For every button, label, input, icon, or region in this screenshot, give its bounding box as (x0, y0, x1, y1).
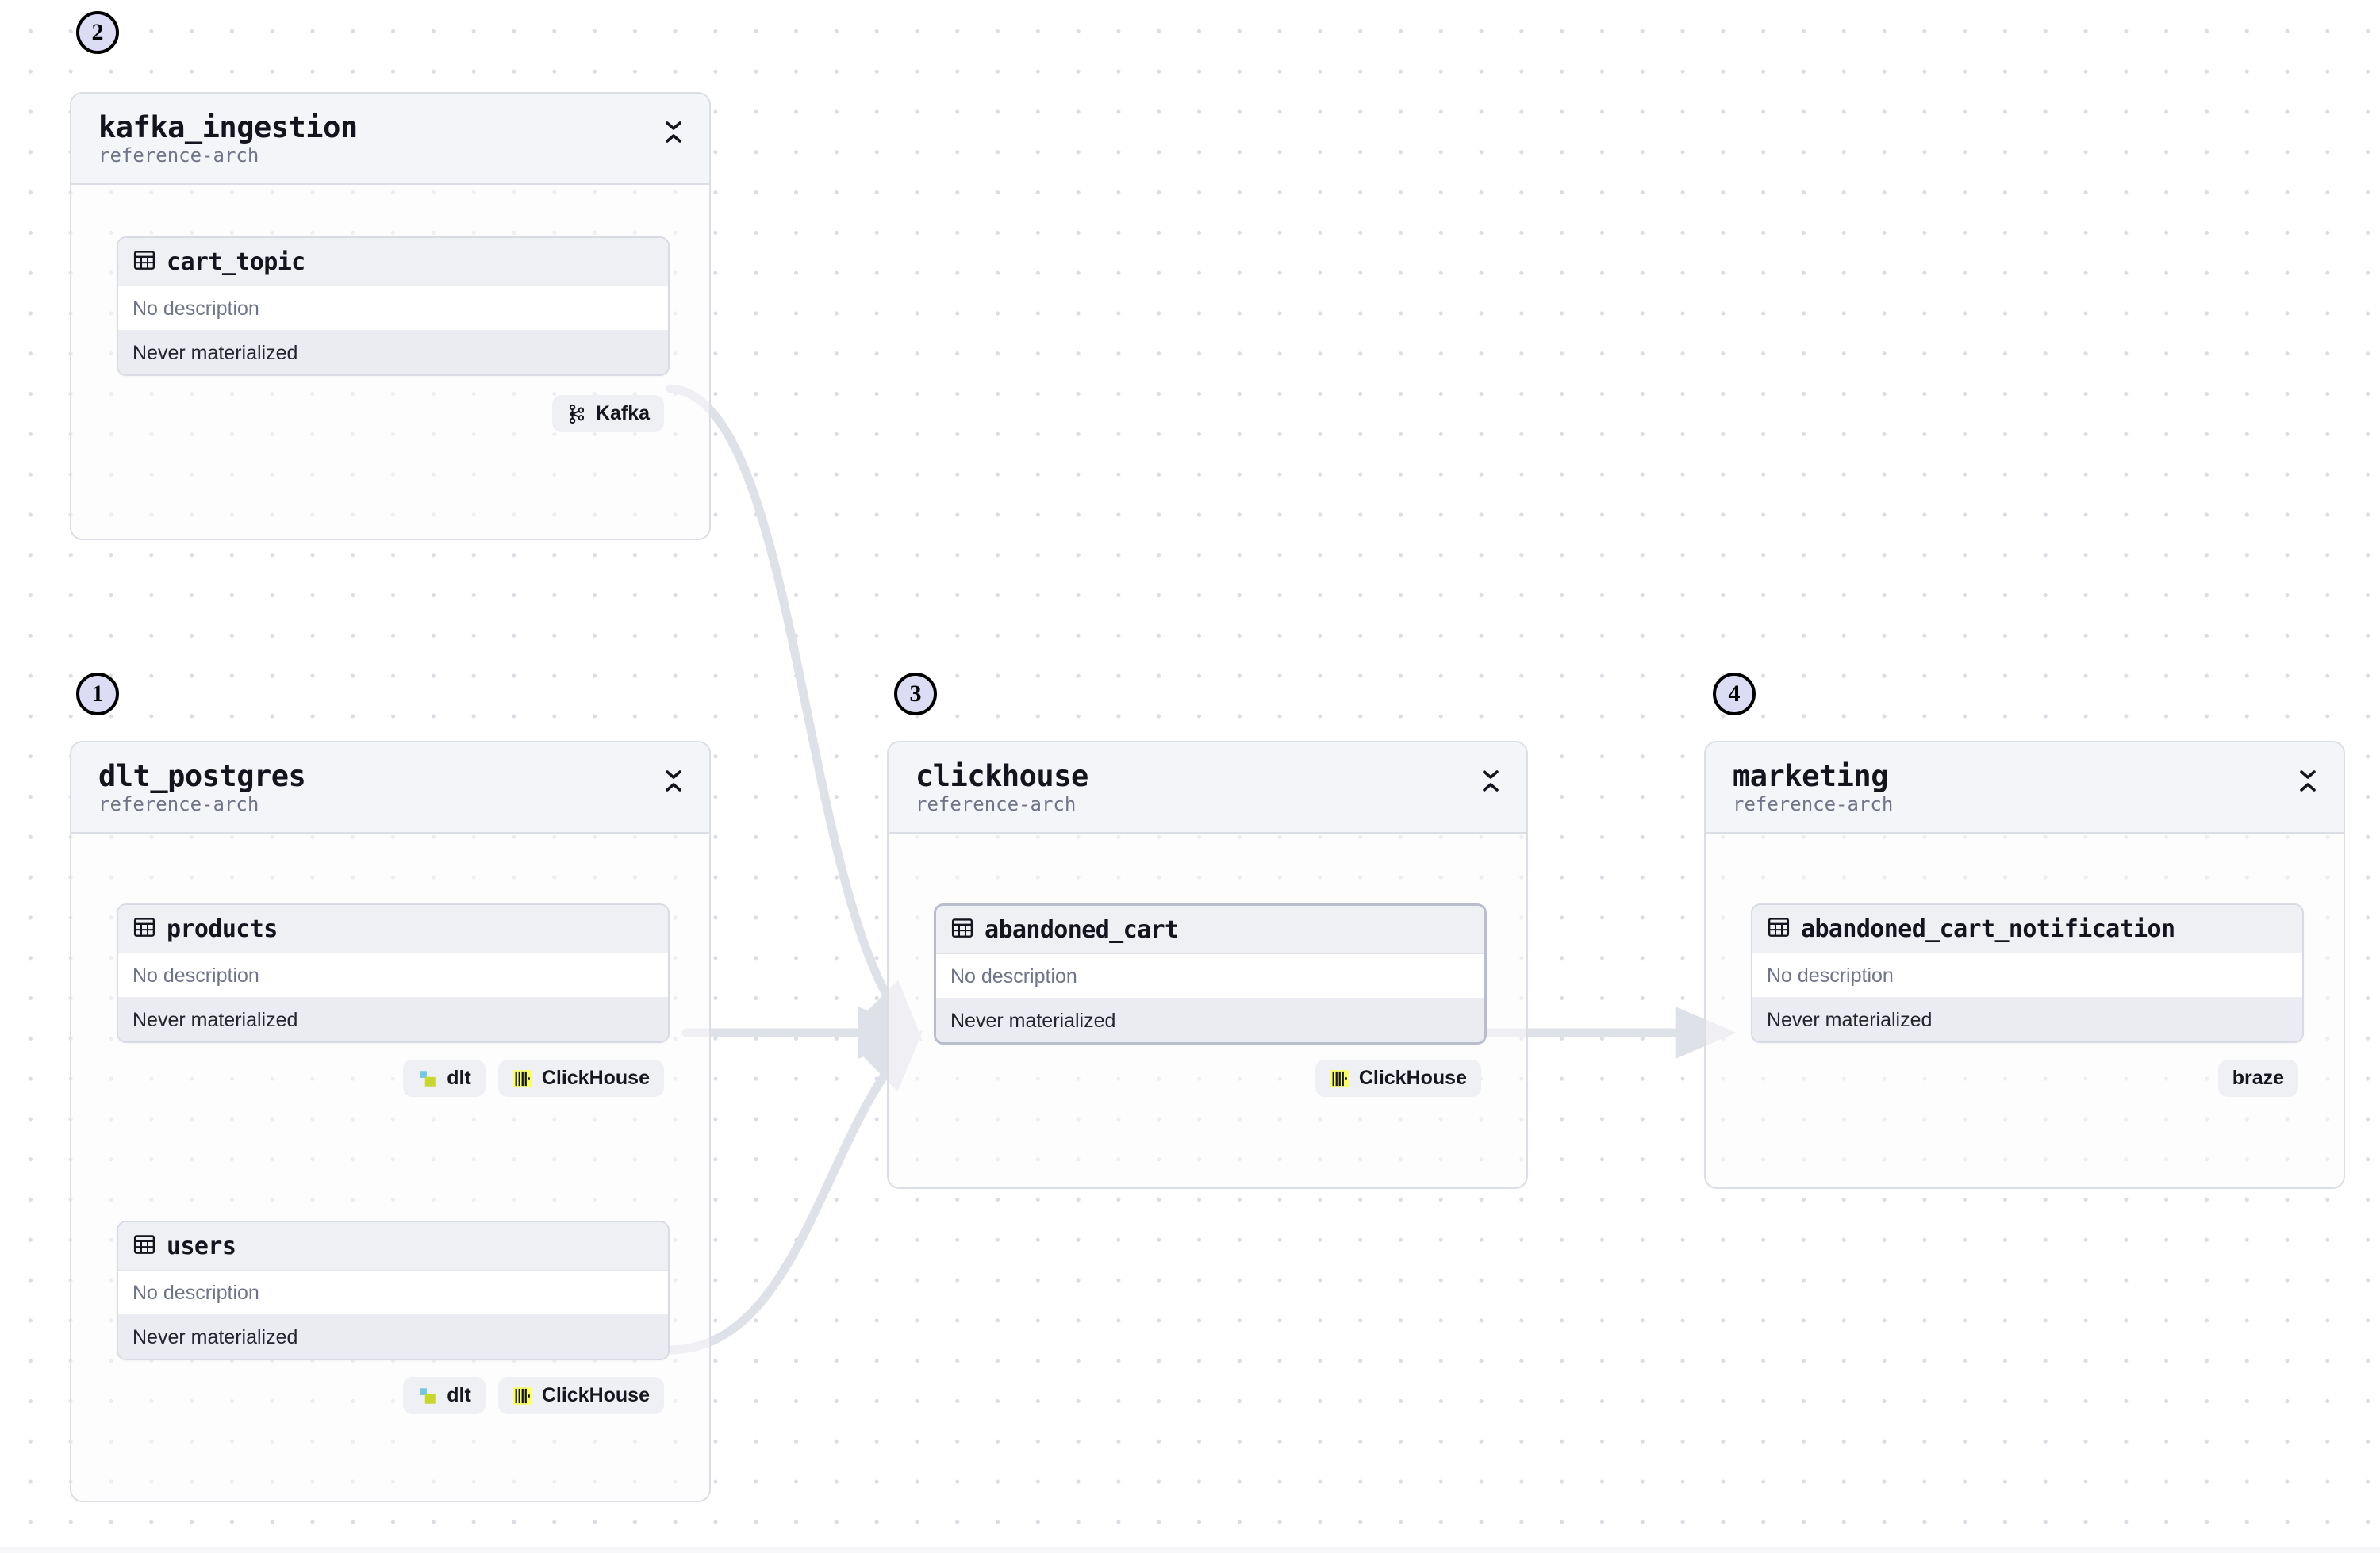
badge-braze[interactable]: braze (2217, 1060, 2298, 1098)
badge-dlt[interactable]: dlt (403, 1377, 486, 1415)
table-icon (132, 1233, 156, 1260)
step-badge-2: 2 (76, 11, 119, 54)
badge-clickhouse[interactable]: ClickHouse (1315, 1060, 1481, 1098)
kafka-logo-icon (566, 404, 587, 424)
node-description: No description (118, 953, 668, 999)
group-marketing[interactable]: marketing reference-arch (1704, 741, 2345, 1189)
badge-label: Kafka (595, 402, 650, 425)
node-description: No description (1752, 953, 2302, 999)
node-header: products (118, 905, 668, 954)
clickhouse-logo-icon (1330, 1068, 1350, 1089)
clickhouse-logo-icon (512, 1068, 533, 1089)
node-materialization: Never materialized (936, 999, 1484, 1043)
node-materialization: Never materialized (1752, 998, 2302, 1042)
collapse-chevrons-icon[interactable] (660, 765, 687, 796)
badge-label: ClickHouse (541, 1384, 650, 1407)
group-title: kafka_ingestion (98, 110, 358, 144)
group-subtitle: reference-arch (98, 793, 259, 816)
table-node-abandoned-cart-notification[interactable]: abandoned_cart_notification No descripti… (1751, 903, 2304, 1044)
group-dlt-postgres[interactable]: dlt_postgres reference-arch (70, 741, 711, 1502)
badge-label: ClickHouse (1358, 1067, 1467, 1090)
collapse-chevrons-icon[interactable] (2294, 765, 2321, 796)
step-badge-4: 4 (1713, 673, 1756, 715)
node-title: users (167, 1233, 236, 1261)
badge-clickhouse[interactable]: ClickHouse (497, 1377, 664, 1415)
node-badges-abandoned-cart: ClickHouse (1315, 1060, 1481, 1098)
collapse-chevrons-icon[interactable] (660, 116, 687, 148)
group-title: marketing (1733, 759, 1888, 793)
node-header: abandoned_cart (936, 906, 1484, 955)
badge-kafka[interactable]: Kafka (551, 395, 664, 433)
table-node-abandoned-cart[interactable]: abandoned_cart No description Never mate… (934, 903, 1487, 1045)
group-subtitle: reference-arch (1733, 793, 1894, 816)
badge-clickhouse[interactable]: ClickHouse (497, 1060, 664, 1098)
badge-label: dlt (447, 1384, 471, 1407)
node-description: No description (936, 954, 1484, 999)
dlt-logo-icon (417, 1386, 438, 1406)
step-badge-3: 3 (894, 673, 937, 715)
group-header-kafka-ingestion[interactable]: kafka_ingestion reference-arch (71, 94, 709, 186)
table-node-users[interactable]: users No description Never materialized (117, 1221, 670, 1361)
table-node-products[interactable]: products No description Never materializ… (117, 903, 670, 1044)
node-badges-users: dlt ClickHouse (403, 1377, 664, 1415)
step-badge-1: 1 (76, 673, 119, 715)
node-materialization: Never materialized (118, 331, 668, 375)
group-header-marketing[interactable]: marketing reference-arch (1706, 742, 2344, 834)
table-icon (950, 916, 974, 944)
node-description: No description (118, 1271, 668, 1316)
group-header-clickhouse[interactable]: clickhouse reference-arch (889, 742, 1526, 834)
node-header: abandoned_cart_notification (1752, 905, 2302, 954)
group-clickhouse[interactable]: clickhouse reference-arch (887, 741, 1528, 1189)
canvas-bottom-edge (0, 1547, 2380, 1553)
node-title: cart_topic (167, 248, 305, 277)
badge-label: dlt (447, 1067, 471, 1090)
node-materialization: Never materialized (118, 1315, 668, 1359)
node-title: abandoned_cart (985, 916, 1179, 945)
node-badges-cart-topic: Kafka (551, 395, 664, 433)
clickhouse-logo-icon (512, 1386, 533, 1406)
group-title: dlt_postgres (98, 759, 306, 793)
node-description: No description (118, 286, 668, 332)
badge-label: braze (2232, 1067, 2284, 1090)
node-header: cart_topic (118, 238, 668, 287)
group-subtitle: reference-arch (98, 144, 259, 167)
group-kafka-ingestion[interactable]: kafka_ingestion reference-arch (70, 92, 711, 540)
node-title: products (167, 915, 278, 944)
table-node-cart-topic[interactable]: cart_topic No description Never material… (117, 236, 670, 377)
dlt-logo-icon (417, 1068, 438, 1089)
node-badges-products: dlt ClickHouse (403, 1060, 664, 1098)
node-title: abandoned_cart_notification (1801, 915, 2175, 944)
node-header: users (118, 1222, 668, 1271)
collapse-chevrons-icon[interactable] (1477, 765, 1504, 796)
group-title: clickhouse (916, 759, 1088, 793)
table-icon (132, 248, 156, 276)
group-subtitle: reference-arch (916, 793, 1077, 816)
node-materialization: Never materialized (118, 998, 668, 1042)
table-icon (1767, 915, 1791, 943)
node-badges-abandoned-cart-notification: braze (2217, 1060, 2298, 1098)
badge-dlt[interactable]: dlt (403, 1060, 486, 1098)
table-icon (132, 915, 156, 943)
group-header-dlt-postgres[interactable]: dlt_postgres reference-arch (71, 742, 709, 834)
badge-label: ClickHouse (541, 1067, 650, 1090)
